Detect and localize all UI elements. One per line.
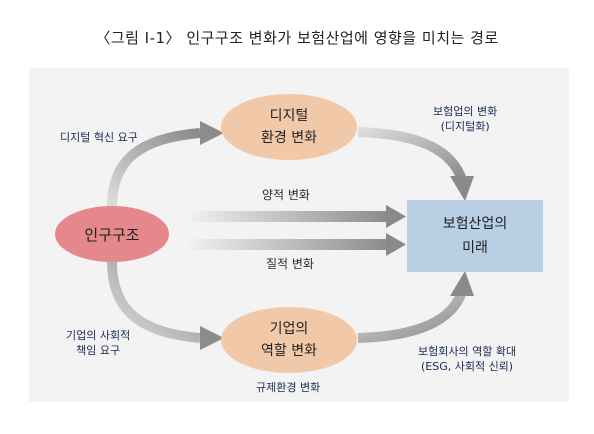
arrow-head bbox=[200, 121, 224, 145]
label-insurance-company: 보험회사의 역할 확대 (ESG, 사회적 신뢰) bbox=[418, 344, 516, 374]
label-insurance-company-line2: (ESG, 사회적 신뢰) bbox=[420, 360, 514, 373]
label-quantitative: 양적 변화 bbox=[262, 188, 310, 202]
label-csr-line2: 책임 요구 bbox=[76, 344, 121, 357]
label-insurance-company-line1: 보험회사의 역할 확대 bbox=[418, 345, 517, 358]
label-regulation: 규제환경 변화 bbox=[256, 381, 321, 394]
node-digital-line2: 환경 변화 bbox=[261, 130, 317, 146]
arrow-quantitative bbox=[190, 211, 388, 222]
arrow-head bbox=[200, 326, 224, 350]
node-corporate-line1: 기업의 bbox=[269, 321, 309, 337]
node-future: 보험산업의 미래 bbox=[407, 200, 543, 272]
label-qualitative: 질적 변화 bbox=[266, 257, 314, 271]
node-digital-line1: 디지털 bbox=[269, 108, 309, 124]
arrow-head bbox=[386, 233, 406, 256]
node-population: 인구구조 bbox=[55, 206, 169, 262]
arrow-population-to-digital bbox=[107, 128, 201, 207]
node-future-line2: 미래 bbox=[462, 240, 488, 256]
arrow-head bbox=[450, 271, 474, 296]
figure-title: 〈그림 Ⅰ-1〉 인구구조 변화가 보험산업에 영향을 미치는 경로 bbox=[95, 29, 499, 47]
node-corporate-line2: 역할 변화 bbox=[261, 343, 317, 359]
label-insurance-business: 보험업의 변화 (디지털화) bbox=[433, 104, 497, 134]
node-corporate: 기업의 역할 변화 bbox=[221, 307, 357, 373]
label-csr: 기업의 사회적 책임 요구 bbox=[66, 328, 130, 358]
arrow-corporate-to-future bbox=[357, 290, 467, 343]
arrow-qualitative bbox=[190, 239, 388, 250]
arrow-population-to-corporate bbox=[107, 261, 201, 343]
label-insurance-business-line1: 보험업의 변화 bbox=[433, 105, 498, 118]
label-digital-innovation: 디지털 혁신 요구 bbox=[60, 131, 138, 144]
node-population-label: 인구구조 bbox=[84, 225, 140, 244]
arrow-digital-to-future bbox=[357, 127, 467, 182]
label-insurance-business-line2: (디지털화) bbox=[440, 120, 490, 133]
label-csr-line1: 기업의 사회적 bbox=[66, 329, 131, 342]
node-digital: 디지털 환경 변화 bbox=[221, 94, 357, 160]
node-future-line1: 보험산업의 bbox=[442, 216, 508, 232]
arrow-head bbox=[450, 176, 474, 201]
arrow-head bbox=[386, 205, 406, 228]
